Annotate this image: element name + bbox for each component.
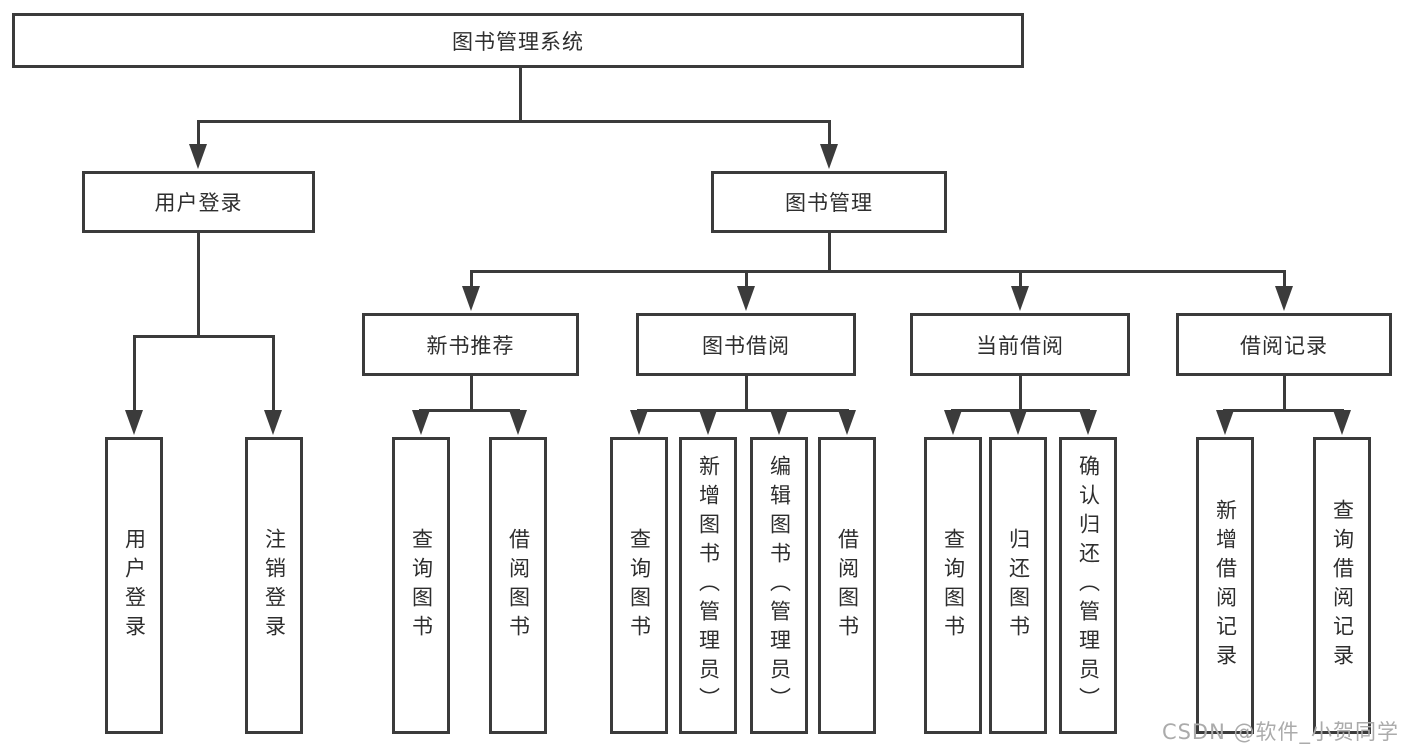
arrowhead-book-management (820, 144, 838, 169)
arrowhead-new-book (462, 286, 480, 311)
arrowhead-br-leaf-1 (1216, 410, 1234, 435)
node-new-book-recommend-label: 新书推荐 (426, 333, 515, 358)
connector-new-book-bar (419, 409, 520, 412)
leaf-cb-return-book: 归还图书 (989, 437, 1047, 734)
leaf-bb-query-book-label: 查询图书 (627, 527, 652, 644)
connector-book-borrow-stub (745, 376, 748, 409)
leaf-cb-confirm-return-admin-label: 确认归还（管理员） (1076, 455, 1101, 716)
leaf-br-add-record-label: 新增借阅记录 (1213, 498, 1238, 673)
connector-drop-current-borrow (1019, 270, 1022, 291)
node-current-borrow: 当前借阅 (910, 313, 1130, 376)
arrowhead-br-leaf-2 (1333, 410, 1351, 435)
arrowhead-bb-leaf-1 (630, 410, 648, 435)
csdn-watermark: CSDN @软件_小贺同学 (1161, 720, 1399, 744)
connector-root-stub (519, 68, 522, 120)
leaf-bb-borrow-book-label: 借阅图书 (835, 527, 860, 644)
node-book-management-label: 图书管理 (785, 191, 873, 215)
arrowhead-bb-leaf-4 (838, 410, 856, 435)
arrowhead-nb-leaf-1 (412, 410, 430, 435)
arrowhead-book-borrow (737, 286, 755, 311)
leaf-cb-confirm-return-admin: 确认归还（管理员） (1059, 437, 1117, 734)
node-book-management: 图书管理 (711, 171, 947, 233)
connector-drop-leaf-logout (272, 335, 275, 411)
leaf-bb-edit-book-admin: 编辑图书（管理员） (750, 437, 808, 734)
leaf-user-login-label: 用户登录 (122, 527, 147, 644)
connector-drop-leaf-login (133, 335, 136, 411)
arrowhead-bb-leaf-3 (770, 410, 788, 435)
arrowhead-leaf-logout (264, 410, 282, 435)
connector-drop-book-management (828, 120, 831, 148)
leaf-logout: 注销登录 (245, 437, 303, 734)
connector-drop-new-book (470, 270, 473, 291)
connector-book-management-stub (828, 233, 831, 270)
leaf-br-query-record-label: 查询借阅记录 (1330, 498, 1355, 673)
node-root-system: 图书管理系统 (12, 13, 1024, 68)
leaf-nb-borrow-book: 借阅图书 (489, 437, 547, 734)
arrowhead-cb-leaf-1 (944, 410, 962, 435)
connector-book-borrow-bar (637, 409, 849, 412)
node-book-borrow: 图书借阅 (636, 313, 856, 376)
leaf-br-add-record: 新增借阅记录 (1196, 437, 1254, 734)
leaf-user-login: 用户登录 (105, 437, 163, 734)
connector-user-login-bar (133, 335, 274, 338)
leaf-br-query-record: 查询借阅记录 (1313, 437, 1371, 734)
leaf-bb-add-book-admin: 新增图书（管理员） (679, 437, 737, 734)
node-user-login: 用户登录 (82, 171, 315, 233)
node-borrow-record: 借阅记录 (1176, 313, 1392, 376)
leaf-bb-edit-book-admin-label: 编辑图书（管理员） (767, 455, 792, 716)
connector-borrow-record-bar (1223, 409, 1344, 412)
arrowhead-bb-leaf-2 (699, 410, 717, 435)
arrowhead-user-login (189, 144, 207, 169)
leaf-bb-query-book: 查询图书 (610, 437, 668, 734)
arrowhead-current-borrow (1011, 286, 1029, 311)
node-borrow-record-label: 借阅记录 (1240, 333, 1328, 358)
connector-current-borrow-stub (1019, 376, 1022, 409)
leaf-nb-query-book: 查询图书 (392, 437, 450, 734)
leaf-cb-query-book: 查询图书 (924, 437, 982, 734)
connector-level3-bar (470, 270, 1286, 273)
connector-drop-borrow-record (1283, 270, 1286, 291)
arrowhead-nb-leaf-2 (509, 410, 527, 435)
arrowhead-cb-leaf-3 (1079, 410, 1097, 435)
arrowhead-leaf-login (125, 410, 143, 435)
arrowhead-cb-leaf-2 (1009, 410, 1027, 435)
connector-drop-book-borrow (745, 270, 748, 291)
connector-drop-user-login (197, 120, 200, 148)
leaf-nb-query-book-label: 查询图书 (409, 527, 434, 644)
leaf-nb-borrow-book-label: 借阅图书 (506, 527, 531, 644)
node-current-borrow-label: 当前借阅 (976, 333, 1064, 358)
node-new-book-recommend: 新书推荐 (362, 313, 579, 376)
connector-level2-bar (197, 120, 831, 123)
node-user-login-label: 用户登录 (154, 191, 243, 215)
node-root-label: 图书管理系统 (452, 29, 584, 54)
leaf-logout-label: 注销登录 (262, 527, 287, 644)
connector-new-book-stub (470, 376, 473, 409)
leaf-cb-query-book-label: 查询图书 (941, 527, 966, 644)
leaf-bb-add-book-admin-label: 新增图书（管理员） (696, 455, 721, 716)
leaf-bb-borrow-book: 借阅图书 (818, 437, 876, 734)
node-book-borrow-label: 图书借阅 (702, 333, 790, 358)
connector-borrow-record-stub (1283, 376, 1286, 409)
arrowhead-borrow-record (1275, 286, 1293, 311)
connector-user-login-stub (197, 233, 200, 335)
leaf-cb-return-book-label: 归还图书 (1006, 527, 1031, 644)
